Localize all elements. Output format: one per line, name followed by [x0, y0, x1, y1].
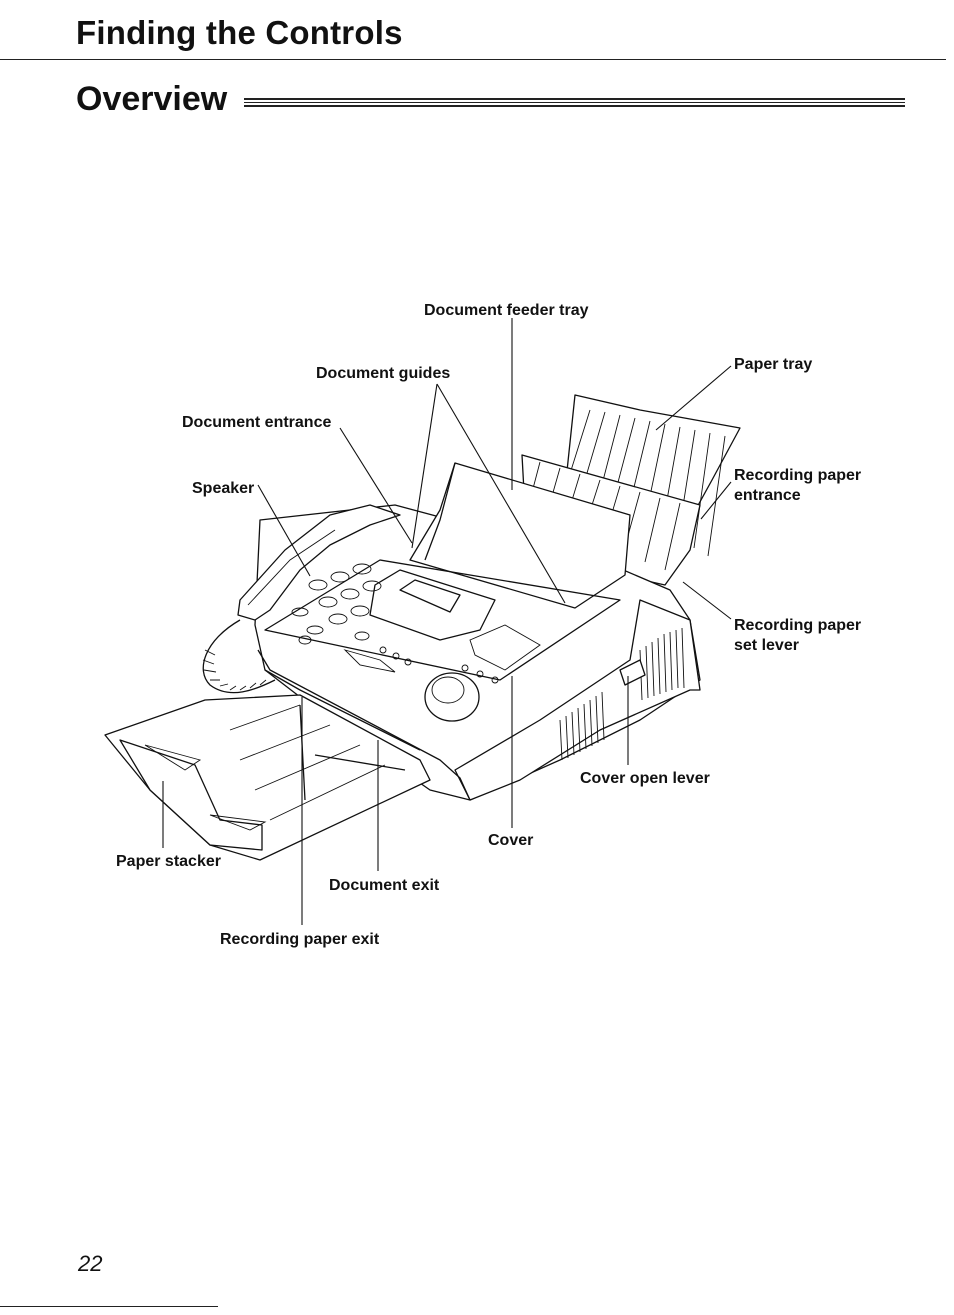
section-title: Overview [76, 80, 228, 118]
label-recording-paper-entrance-line1: Recording paper [734, 467, 861, 484]
machine-body [254, 462, 701, 801]
title-divider [0, 59, 946, 60]
label-cover-open-lever: Cover open lever [580, 770, 710, 787]
label-paper-stacker: Paper stacker [116, 853, 221, 870]
callout-labels: Document feeder tray Document guides Pap… [116, 302, 861, 948]
fax-machine-illustration [104, 394, 741, 861]
label-cover: Cover [488, 832, 533, 849]
handset-cord [202, 619, 276, 694]
label-recording-paper-entrance-line2: entrance [734, 487, 801, 504]
page-number: 22 [78, 1251, 103, 1276]
section-divider [244, 98, 905, 107]
label-recording-paper-exit: Recording paper exit [220, 931, 380, 948]
page-title: Finding the Controls [76, 14, 403, 51]
footer-divider [0, 1306, 218, 1307]
paper-stacker [104, 694, 431, 861]
label-document-entrance: Document entrance [182, 414, 331, 431]
handset [237, 504, 401, 621]
label-recording-paper-set-lever-line2: set lever [734, 637, 799, 654]
leader-lines [162, 318, 732, 925]
label-speaker: Speaker [192, 480, 254, 497]
label-document-guides: Document guides [316, 365, 450, 382]
label-paper-tray: Paper tray [734, 356, 812, 373]
label-document-exit: Document exit [329, 877, 440, 894]
label-document-feeder-tray: Document feeder tray [424, 302, 589, 319]
label-recording-paper-set-lever-line1: Recording paper [734, 617, 861, 634]
